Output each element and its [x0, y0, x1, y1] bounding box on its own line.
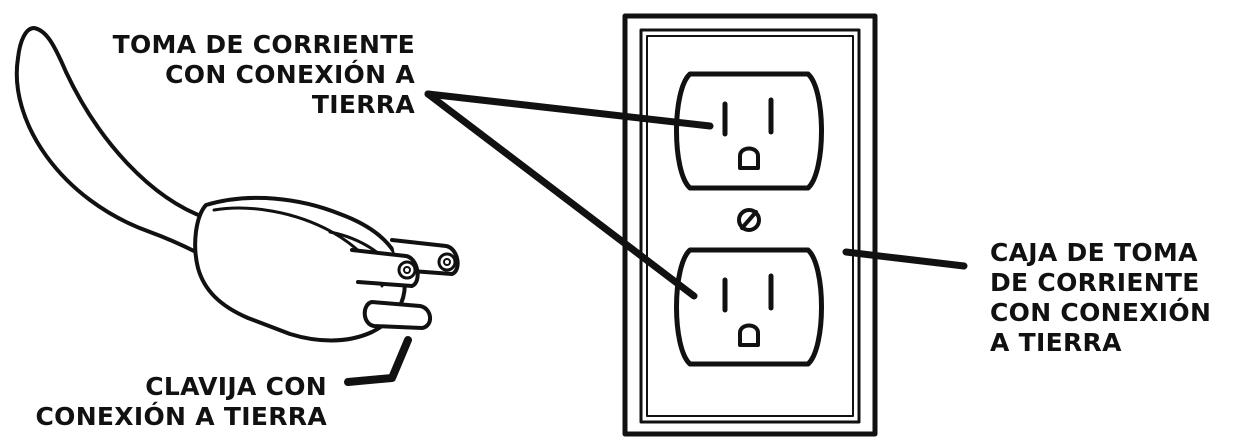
ground-hole [738, 146, 760, 170]
label-line: CLAVIJA CON [145, 372, 327, 401]
leader-to-lower-receptacle [424, 90, 698, 300]
receptacle-leader-lines [424, 90, 714, 300]
flat-prong-lower [350, 248, 420, 288]
plug-body [193, 195, 407, 343]
ground-pin [362, 300, 432, 330]
label-line: TOMA DE CORRIENTE [112, 30, 415, 59]
label-line: DE CORRIENTE [990, 268, 1200, 297]
receptacle-lower [674, 247, 824, 367]
power-cord-lower-edge [14, 56, 198, 254]
grounded-plug-illustration [14, 26, 460, 386]
box-leader-line [842, 248, 968, 270]
grounded-plug-label: CLAVIJA CON CONEXIÓN A TIERRA [36, 372, 328, 432]
label-line: CAJA DE TOMA [990, 238, 1198, 267]
center-screw [737, 208, 761, 232]
grounded-outlet-box-label: CAJA DE TOMA DE CORRIENTE CON CONEXIÓN A… [990, 238, 1211, 358]
ground-hole [738, 323, 760, 347]
label-line: TIERRA [311, 90, 415, 119]
receptacle-upper [674, 71, 824, 191]
label-line: CON CONEXIÓN [990, 298, 1212, 327]
grounded-receptacle-label: TOMA DE CORRIENTE CON CONEXIÓN A TIERRA [113, 30, 415, 120]
label-line: A TIERRA [990, 328, 1122, 357]
outlet-faceplate [622, 13, 878, 437]
plug-leader-line [344, 336, 412, 386]
leader-to-upper-receptacle [424, 90, 714, 130]
label-line: CON CONEXIÓN A [165, 60, 415, 89]
power-cord [16, 26, 208, 220]
label-line: CONEXIÓN A TIERRA [35, 402, 327, 431]
